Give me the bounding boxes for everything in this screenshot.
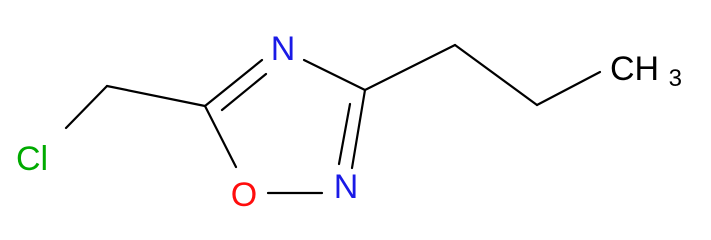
bond-c5-n4-inner xyxy=(220,72,268,112)
nitrogen-atom-label: N xyxy=(271,30,296,68)
molecule-structure: Cl N N O CH 3 xyxy=(16,30,682,214)
bond-c3-n2-inner xyxy=(337,102,352,166)
methyl-main-text: CH xyxy=(610,50,659,88)
bond-n4-c3 xyxy=(302,58,367,92)
bond-c5-n4 xyxy=(203,58,264,108)
oxygen-atom-label: O xyxy=(231,176,257,214)
bond-ch2-ch2 xyxy=(453,43,539,107)
methyl-group-label: CH 3 xyxy=(610,50,682,92)
bond-c3-n2 xyxy=(350,88,367,170)
bond-ch2-ch3 xyxy=(535,70,602,107)
methyl-subscript: 3 xyxy=(669,65,682,92)
bond-cl-ch2 xyxy=(64,84,109,130)
nitrogen-atom-label: N xyxy=(334,168,359,206)
bond-c3-ch2 xyxy=(363,43,457,92)
bond-o1-c5 xyxy=(203,104,238,169)
chlorine-atom-label: Cl xyxy=(16,140,48,178)
bond-ch2-c5 xyxy=(105,84,207,108)
